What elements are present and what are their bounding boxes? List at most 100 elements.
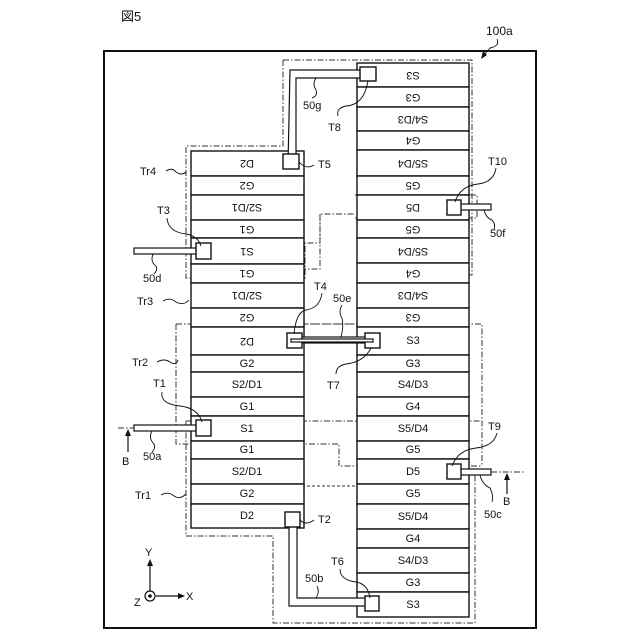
tr3-leader (163, 299, 189, 303)
t7-label: T7 (327, 380, 340, 392)
tr2-leader (157, 360, 178, 364)
right-cell-label: G3 (406, 358, 421, 370)
section-mark-right: B (491, 472, 524, 508)
left-cell-label: S2/D1 (232, 379, 263, 391)
left-cell-label: G1 (240, 223, 255, 235)
t5-label: T5 (318, 159, 331, 171)
t10-label: T10 (488, 156, 507, 168)
50d-leader (152, 254, 157, 274)
x-axis-label: X (186, 591, 194, 603)
terminal-t1 (196, 420, 211, 436)
left-cell-label: S2/D1 (232, 289, 263, 301)
50c-leader (480, 475, 493, 502)
right-cell-label: S3 (406, 599, 419, 611)
right-cell-label: S3 (406, 69, 419, 81)
wire-50e-fill (291, 339, 373, 342)
terminal-t9 (447, 464, 461, 479)
50e-leader (340, 305, 343, 337)
coordinate-axes: Y X Z (134, 547, 194, 609)
left-cell-label: G1 (240, 401, 255, 413)
t3-label: T3 (157, 205, 170, 217)
tr3-label: Tr3 (137, 296, 153, 308)
left-cell-label: S1 (240, 423, 253, 435)
tr4-leader (166, 169, 186, 174)
terminal-t6 (365, 596, 379, 611)
right-cell-label: S5/D4 (398, 245, 429, 257)
left-cell-label: G1 (240, 444, 255, 456)
right-cell-label: S5/D4 (398, 423, 429, 435)
tr2-label: Tr2 (132, 357, 148, 369)
section-b-left-label: B (122, 456, 129, 468)
left-cell-label: S2/D1 (232, 466, 263, 478)
right-cell-label: G3 (406, 311, 421, 323)
right-cell-label: G4 (406, 401, 421, 413)
section-b-right-label: B (503, 496, 510, 508)
t2-label: T2 (318, 514, 331, 526)
right-cell-label: S4/D3 (398, 113, 429, 125)
terminal-t10 (447, 200, 461, 215)
arrow-up-icon (125, 429, 131, 436)
terminal-t8 (360, 67, 376, 81)
50f-label: 50f (490, 228, 506, 240)
y-arrow-icon (147, 559, 153, 566)
50b-label: 50b (305, 573, 323, 585)
50f-leader (484, 210, 495, 230)
50g-leader (312, 78, 317, 98)
left-cell-label: D2 (240, 510, 254, 522)
right-cell-label: G5 (406, 488, 421, 500)
terminal-t2 (285, 512, 300, 527)
left-cell-label: S2/D1 (232, 201, 263, 213)
50d-label: 50d (143, 273, 161, 285)
right-cell-label: S4/D3 (398, 379, 429, 391)
figure-title: 図5 (121, 9, 141, 24)
right-cell-label: G4 (406, 134, 421, 146)
right-cell-label: D5 (406, 201, 420, 213)
right-cell-label: S5/D4 (398, 157, 429, 169)
right-cell-label: S5/D4 (398, 511, 429, 523)
right-cell-label: G5 (406, 223, 421, 235)
right-cell-label: D5 (406, 466, 420, 478)
tr4-label: Tr4 (140, 166, 156, 178)
left-cell-label: G2 (240, 358, 255, 370)
left-cell-label: G2 (240, 311, 255, 323)
y-axis-label: Y (145, 547, 153, 559)
tr1-label: Tr1 (135, 490, 151, 502)
ref-label: 100a (486, 24, 513, 38)
50a-leader (150, 431, 154, 452)
50b-leader (316, 586, 318, 598)
50e-label: 50e (333, 293, 351, 305)
left-cell-label: G2 (240, 488, 255, 500)
section-mark-left: B (118, 428, 134, 468)
right-cell-label: S3 (406, 335, 419, 347)
left-cell-label: D2 (240, 157, 254, 169)
left-cell-label: S1 (240, 245, 253, 257)
t1-label: T1 (153, 378, 166, 390)
right-cell-label: G3 (406, 91, 421, 103)
right-cell-label: G3 (406, 577, 421, 589)
50g-label: 50g (303, 100, 321, 112)
left-cell-label: G2 (240, 179, 255, 191)
terminal-t5 (283, 154, 299, 169)
ref-arrow-lead (484, 39, 498, 55)
t4-label: T4 (314, 281, 327, 293)
right-cell-label: S4/D3 (398, 555, 429, 567)
right-cell-label: S4/D3 (398, 289, 429, 301)
right-cell-label: G5 (406, 179, 421, 191)
right-cell-label: G5 (406, 444, 421, 456)
arrow-up-icon (504, 473, 510, 480)
50a-label: 50a (143, 451, 162, 463)
right-cell-label: G4 (406, 267, 421, 279)
left-cell-label: G1 (240, 267, 255, 279)
t9-label: T9 (488, 421, 501, 433)
50c-label: 50c (484, 509, 502, 521)
tr1-leader (161, 493, 186, 497)
z-axis-dot-icon (148, 594, 152, 598)
right-cell-label: G4 (406, 533, 421, 545)
terminal-t3 (196, 243, 211, 259)
t6-label: T6 (331, 556, 344, 568)
z-axis-label: Z (134, 597, 141, 609)
left-cell-label: D2 (240, 335, 254, 347)
x-arrow-icon (178, 593, 185, 599)
t8-label: T8 (328, 122, 341, 134)
